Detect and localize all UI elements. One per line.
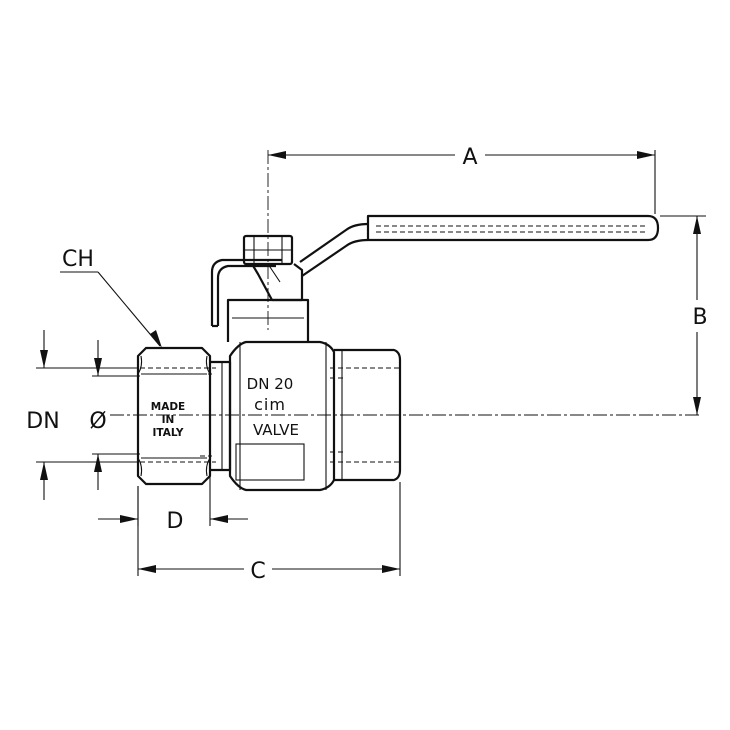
origin-marking-line2: IN <box>162 414 175 426</box>
dimension-a-label: A <box>462 145 477 170</box>
right-end <box>330 348 402 482</box>
origin-marking-line3: ITALY <box>152 427 183 439</box>
dimension-b-label: B <box>692 305 707 330</box>
dimension-diameter: Ø <box>89 340 140 490</box>
origin-marking-line1: MADE <box>151 401 185 413</box>
valve-body <box>228 340 336 492</box>
dimension-ch: CH <box>60 247 162 348</box>
left-neck <box>210 360 232 472</box>
type-marking: VALVE <box>253 421 299 439</box>
dimension-c: C <box>137 482 401 584</box>
dimension-b: B <box>660 215 711 415</box>
left-hex-nut <box>136 346 216 486</box>
dimension-ch-label: CH <box>62 247 94 272</box>
dimension-diameter-label: Ø <box>89 409 106 434</box>
size-marking: DN 20 <box>247 375 294 393</box>
brand-marking: cim <box>254 395 286 414</box>
dimension-c-label: C <box>250 559 265 584</box>
dimension-d-label: D <box>167 509 184 534</box>
valve-markings: DN 20 cim VALVE MADE IN ITALY <box>151 375 299 439</box>
dimension-a: A <box>268 140 656 214</box>
dimension-dn: DN <box>26 330 138 500</box>
lever-handle <box>299 214 660 277</box>
center-lines <box>110 150 700 416</box>
dimension-dn-label: DN <box>26 409 59 434</box>
dimension-d: D <box>98 470 248 534</box>
stem <box>210 234 310 342</box>
